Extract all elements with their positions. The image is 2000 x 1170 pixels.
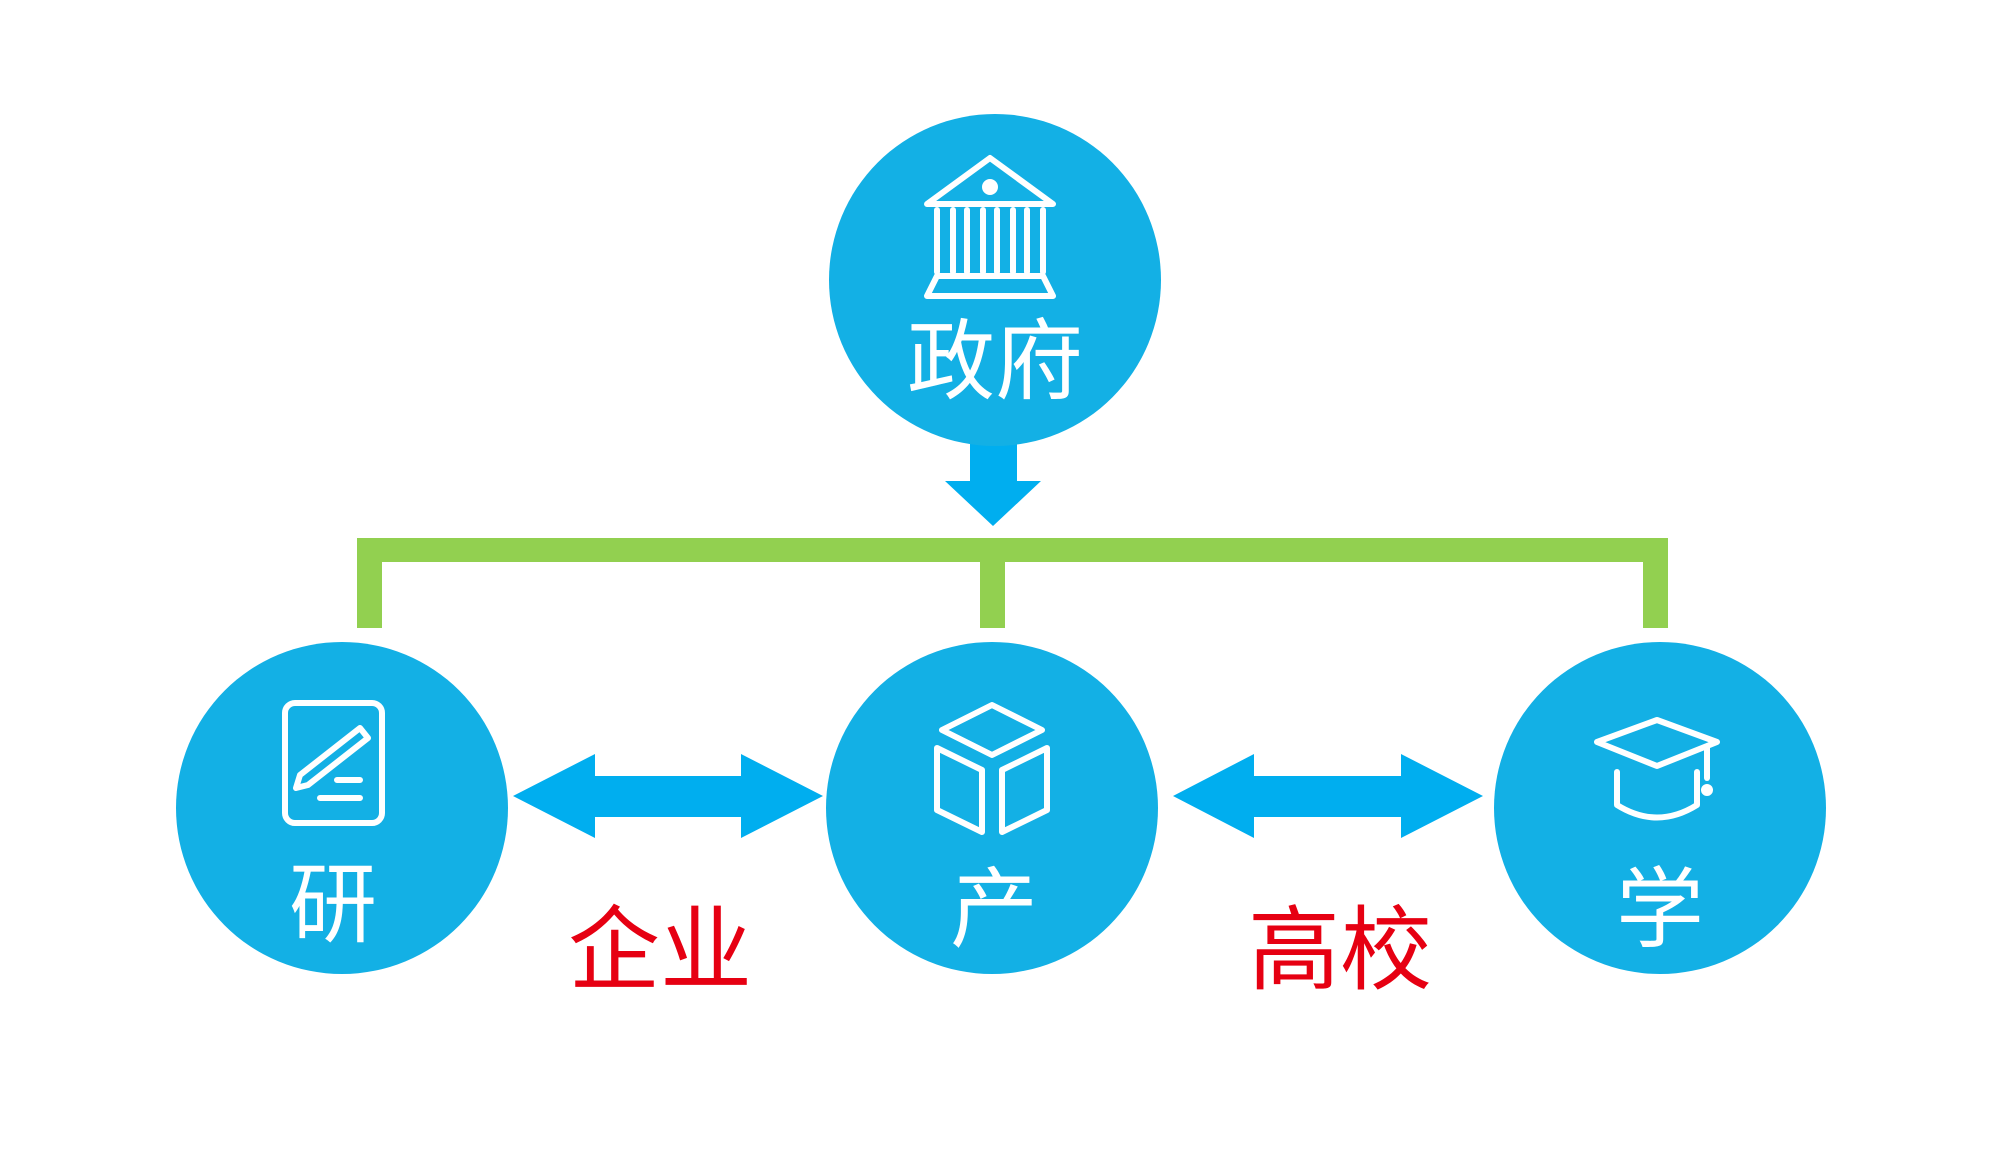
double-arrow-right (1173, 754, 1483, 838)
research-label: 研 (289, 853, 377, 956)
green-connector (357, 538, 1668, 628)
link-label-enterprise: 企业 (568, 897, 752, 1004)
node-research: 研 (176, 642, 508, 974)
node-government: 政府 (829, 114, 1161, 446)
notepad-pencil-icon (282, 700, 385, 826)
link-label-university: 高校 (1248, 897, 1432, 1004)
down-arrow (945, 440, 1041, 526)
graduation-cap-icon (1594, 717, 1720, 821)
government-label: 政府 (907, 310, 1083, 413)
government-building-icon (924, 155, 1056, 299)
double-arrow-left (513, 754, 823, 838)
academia-label: 学 (1616, 858, 1704, 961)
cubes-icon (934, 702, 1050, 835)
node-industry: 产 (826, 642, 1158, 974)
industry-label: 产 (950, 858, 1038, 961)
node-academia: 学 (1494, 642, 1826, 974)
